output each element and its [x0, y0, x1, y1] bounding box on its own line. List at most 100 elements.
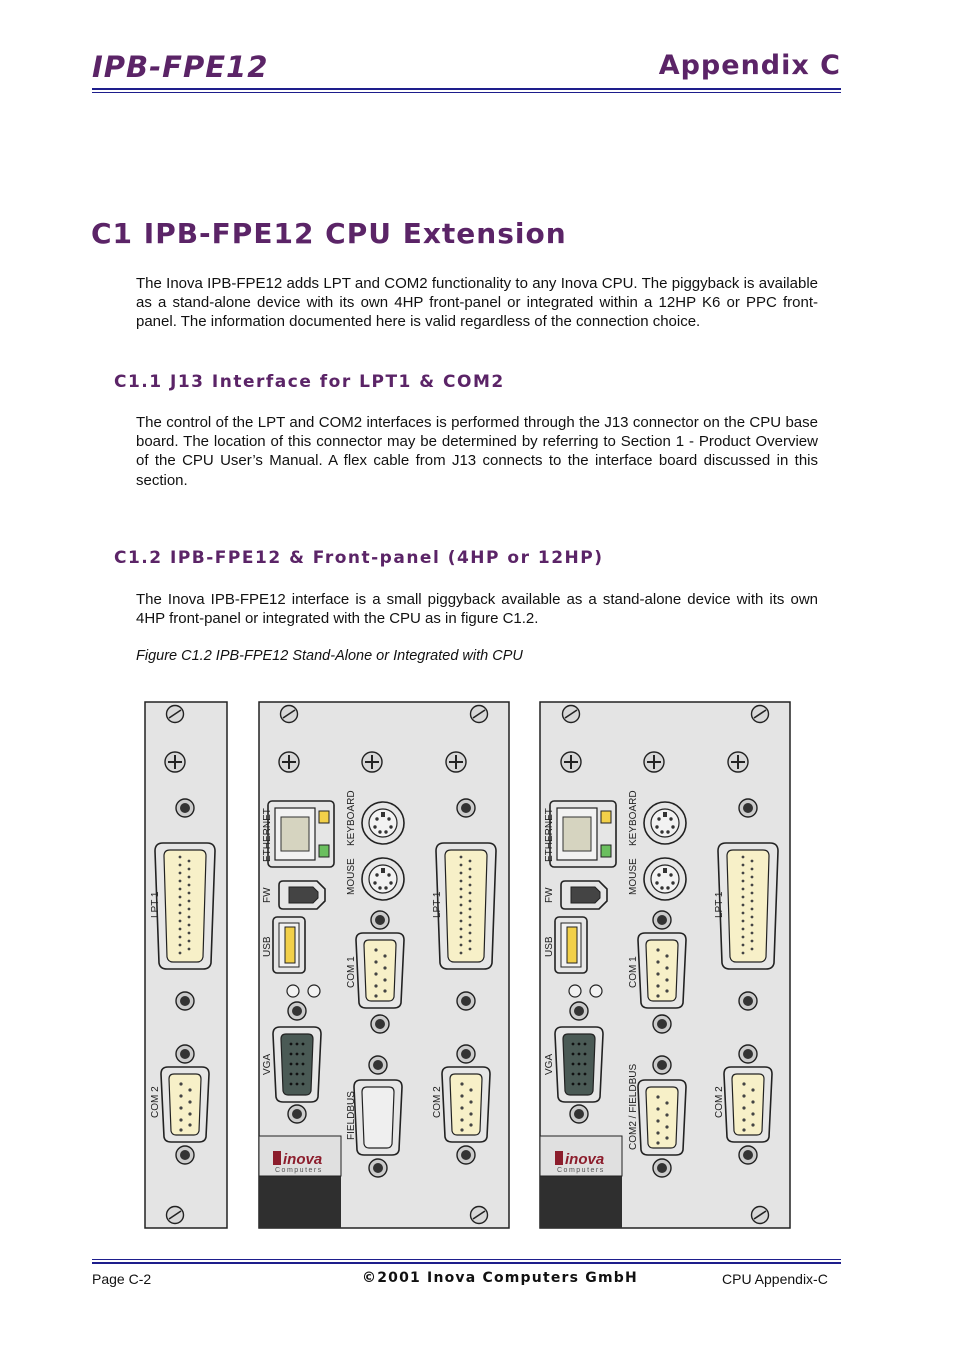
vga-pin: [583, 1072, 587, 1076]
db25-pin: [750, 923, 754, 927]
db25-pin: [741, 919, 745, 923]
vga-pin: [301, 1052, 305, 1056]
db25-pin: [178, 919, 182, 923]
logo-text: inova: [283, 1151, 322, 1168]
panel2-com1-label: COM 1: [346, 956, 357, 988]
db25-pin: [741, 927, 745, 931]
logo-subtext: Computers: [557, 1167, 605, 1174]
db25-pin: [750, 883, 754, 887]
db25-pin: [741, 911, 745, 915]
db25-pin: [187, 939, 191, 943]
panel-12hp-com2-fieldbus: ETHERNET FW USB VGA KEYBOARD MOUSE COM 1…: [539, 701, 791, 1229]
panel3-vga-label: VGA: [544, 1054, 555, 1075]
db25-pin: [187, 907, 191, 911]
db25-pin: [187, 867, 191, 871]
vga-pin: [295, 1082, 299, 1086]
inova-logo: inova Computers: [273, 1151, 322, 1174]
vga-pin: [583, 1052, 587, 1056]
db25-pin: [187, 899, 191, 903]
vga-pin: [583, 1082, 587, 1086]
vga-pin: [577, 1062, 581, 1066]
panel3-com2-label: COM 2: [714, 1086, 725, 1118]
db25-pin: [468, 939, 472, 943]
db25-pin: [187, 915, 191, 919]
page-heading: C1 IPB-FPE12 CPU Extension: [91, 217, 567, 250]
db25-pin: [741, 903, 745, 907]
panel2-com2-label: COM 2: [432, 1086, 443, 1118]
db25-pin: [178, 895, 182, 899]
logo-text: inova: [565, 1151, 604, 1168]
db25-pin: [468, 931, 472, 935]
vga-pin: [301, 1082, 305, 1086]
panel1-lpt-label: LPT 1: [150, 891, 161, 918]
db25-pin: [459, 935, 463, 939]
db25-pin: [741, 895, 745, 899]
vga-pin: [301, 1072, 305, 1076]
db25-pin: [178, 855, 182, 859]
db25-pin: [741, 855, 745, 859]
figure-caption: Figure C1.2 IPB-FPE12 Stand-Alone or Int…: [136, 648, 523, 664]
vga-pin: [289, 1062, 293, 1066]
db25-pin: [459, 943, 463, 947]
panel2-keyboard-label: KEYBOARD: [346, 790, 357, 846]
vga-pin: [571, 1042, 575, 1046]
vga-pin: [571, 1082, 575, 1086]
panel3-ethernet-label: ETHERNET: [544, 808, 555, 862]
db25-pin: [741, 951, 745, 955]
db25-pin: [178, 943, 182, 947]
db25-pin: [187, 883, 191, 887]
vga-pin: [577, 1072, 581, 1076]
vga-pin: [289, 1082, 293, 1086]
vga-pin: [577, 1042, 581, 1046]
db25-pin: [468, 867, 472, 871]
db25-pin: [459, 895, 463, 899]
vga-pin: [571, 1052, 575, 1056]
vga-pin: [583, 1062, 587, 1066]
inova-logo: inova Computers: [555, 1151, 605, 1174]
db25-pin: [187, 891, 191, 895]
vga-pin: [295, 1072, 299, 1076]
db25-pin: [750, 947, 754, 951]
vga-pin: [289, 1042, 293, 1046]
db25-pin: [178, 879, 182, 883]
db25-pin: [178, 935, 182, 939]
db25-pin: [459, 863, 463, 867]
db25-pin: [459, 951, 463, 955]
db25-pin: [750, 875, 754, 879]
db25-pin: [459, 887, 463, 891]
panel2-usb-label: USB: [262, 936, 273, 957]
vga-pin: [301, 1042, 305, 1046]
panel2-lpt-label: LPT 1: [432, 891, 443, 918]
panel3-keyboard-label: KEYBOARD: [628, 790, 639, 846]
footer-rule: [92, 1262, 841, 1264]
db25-pin: [741, 863, 745, 867]
vga-pin: [289, 1052, 293, 1056]
header-section: Appendix C: [658, 50, 841, 81]
db25-pin: [468, 907, 472, 911]
db25-pin: [459, 879, 463, 883]
db25-pin: [741, 871, 745, 875]
panel3-lpt-label: LPT 1: [714, 891, 725, 918]
db25-pin: [468, 915, 472, 919]
section-heading-c1-1: C1.1 J13 Interface for LPT1 & COM2: [114, 372, 505, 392]
section-heading-c1-2: C1.2 IPB-FPE12 & Front-panel (4HP or 12H…: [114, 548, 604, 568]
header-rule-thin: [92, 92, 841, 93]
db25-pin: [468, 923, 472, 927]
db25-pin: [187, 947, 191, 951]
db25-pin: [459, 903, 463, 907]
db25-pin: [187, 859, 191, 863]
panel3-usb-label: USB: [544, 936, 555, 957]
vga-pin: [301, 1062, 305, 1066]
vga-pin: [295, 1062, 299, 1066]
db25-pin: [178, 887, 182, 891]
panel3-mouse-label: MOUSE: [628, 858, 639, 895]
db25-pin: [750, 915, 754, 919]
db25-pin: [468, 947, 472, 951]
db25-pin: [178, 951, 182, 955]
db25-pin: [178, 903, 182, 907]
db25-pin: [178, 927, 182, 931]
panel1-com2-label: COM 2: [150, 1086, 161, 1118]
db25-pin: [468, 859, 472, 863]
footer-doc: CPU Appendix-C: [722, 1271, 828, 1287]
